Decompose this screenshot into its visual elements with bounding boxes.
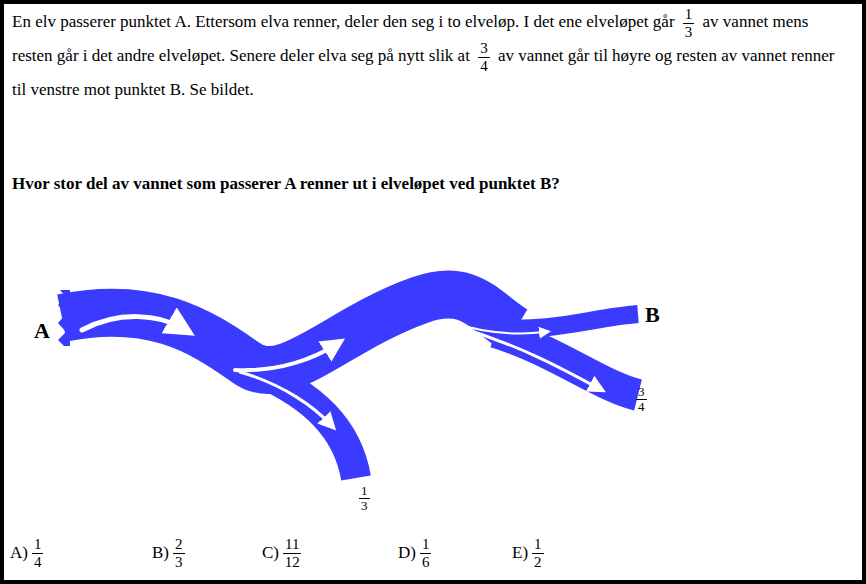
- answer-option: E)12: [512, 536, 548, 570]
- numerator: 1: [420, 536, 432, 554]
- point-name: B: [645, 302, 660, 327]
- answer-option: A)14: [10, 536, 47, 570]
- fraction: 1112: [283, 536, 301, 570]
- answer-option: C)1112: [262, 536, 305, 570]
- denominator: 6: [422, 554, 430, 571]
- denominator: 4: [480, 58, 488, 75]
- option-letter: D): [398, 543, 416, 563]
- numerator: 1: [32, 536, 44, 554]
- question-text: Hvor stor del av vannet som passerer A r…: [12, 174, 560, 193]
- fraction: 16: [420, 536, 432, 570]
- fraction: 34: [636, 385, 647, 415]
- problem-text-part: En elv passerer punktet A. Ettersom elva…: [12, 12, 675, 31]
- option-letter: B): [152, 543, 169, 563]
- option-letter: E): [512, 543, 528, 563]
- numerator: 2: [173, 536, 185, 554]
- denominator: 4: [34, 554, 42, 571]
- numerator: 1: [683, 6, 695, 24]
- fraction: 34: [478, 40, 490, 74]
- point-label: B: [645, 302, 660, 328]
- fraction: 23: [173, 536, 185, 570]
- answer-option: D)16: [398, 536, 435, 570]
- denominator: 2: [534, 554, 542, 571]
- denominator: 4: [638, 400, 645, 414]
- fraction: 14: [32, 536, 44, 570]
- denominator: 3: [175, 554, 183, 571]
- denominator: 12: [285, 554, 300, 571]
- problem-text: En elv passerer punktet A. Ettersom elva…: [12, 6, 848, 106]
- option-letter: C): [262, 543, 279, 563]
- fraction: 13: [683, 6, 695, 40]
- option-letter: A): [10, 543, 28, 563]
- fraction: 13: [359, 484, 370, 514]
- branch-fraction: 34: [636, 385, 647, 415]
- fraction: 12: [532, 536, 544, 570]
- question: Hvor stor del av vannet som passerer A r…: [12, 174, 848, 194]
- answer-option: B)23: [152, 536, 189, 570]
- numerator: 1: [359, 484, 370, 499]
- numerator: 11: [283, 536, 301, 554]
- point-label: A: [34, 318, 50, 344]
- denominator: 3: [685, 24, 693, 41]
- denominator: 3: [361, 499, 368, 513]
- point-name: A: [34, 318, 50, 343]
- branch-fraction: 13: [359, 484, 370, 514]
- numerator: 3: [478, 40, 490, 58]
- numerator: 3: [636, 385, 647, 400]
- numerator: 1: [532, 536, 544, 554]
